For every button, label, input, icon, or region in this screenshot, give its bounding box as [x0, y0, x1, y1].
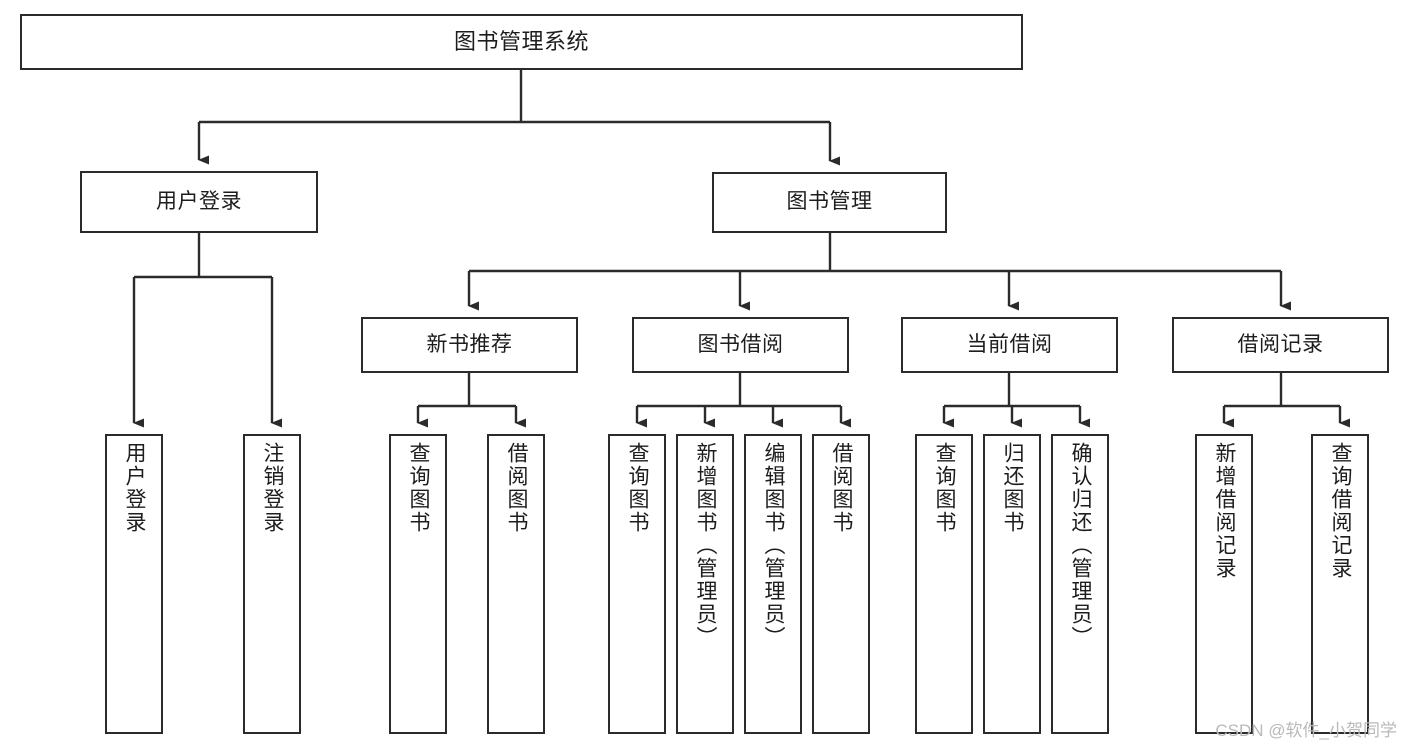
node-new-book-recommend[interactable]: 新书推荐 [361, 317, 578, 373]
node-label: 编辑图书（管理员） [762, 442, 786, 649]
node-label: 当前借阅 [966, 332, 1053, 356]
node-label: 用户登录 [123, 442, 147, 534]
node-leaf-query-record[interactable]: 查询借阅记录 [1311, 434, 1369, 734]
node-book-borrow[interactable]: 图书借阅 [632, 317, 849, 373]
node-leaf-borrow-book-2[interactable]: 借阅图书 [812, 434, 870, 734]
node-leaf-query-book-1[interactable]: 查询图书 [389, 434, 447, 734]
csdn-watermark: CSDN @软件_小贺同学 [1215, 721, 1397, 740]
node-leaf-add-book[interactable]: 新增图书（管理员） [676, 434, 734, 734]
node-leaf-return-book[interactable]: 归还图书 [983, 434, 1041, 734]
node-label: 新增借阅记录 [1213, 442, 1237, 580]
node-label: 借阅记录 [1237, 332, 1324, 356]
node-label: 借阅图书 [505, 442, 529, 534]
node-label: 新书推荐 [426, 332, 513, 356]
node-leaf-confirm-return[interactable]: 确认归还（管理员） [1051, 434, 1109, 734]
node-label: 用户登录 [156, 189, 242, 213]
node-label: 新增图书（管理员） [694, 442, 718, 649]
node-leaf-edit-book[interactable]: 编辑图书（管理员） [744, 434, 802, 734]
node-label: 查询图书 [933, 442, 957, 534]
node-label: 图书管理系统 [453, 29, 589, 55]
node-leaf-borrow-book-1[interactable]: 借阅图书 [487, 434, 545, 734]
node-label: 图书借阅 [697, 332, 784, 356]
node-label: 注销登录 [261, 442, 285, 534]
node-label: 确认归还（管理员） [1069, 442, 1093, 649]
node-label: 查询图书 [626, 442, 650, 534]
node-label: 查询借阅记录 [1329, 442, 1353, 580]
node-label: 图书管理 [786, 190, 873, 214]
node-label: 借阅图书 [830, 442, 854, 534]
node-borrow-record[interactable]: 借阅记录 [1172, 317, 1389, 373]
node-current-borrow[interactable]: 当前借阅 [901, 317, 1118, 373]
node-root-system[interactable]: 图书管理系统 [20, 14, 1023, 70]
node-leaf-query-book-3[interactable]: 查询图书 [915, 434, 973, 734]
node-leaf-query-book-2[interactable]: 查询图书 [608, 434, 666, 734]
node-label: 归还图书 [1001, 442, 1025, 534]
node-leaf-user-logout[interactable]: 注销登录 [243, 434, 301, 734]
node-label: 查询图书 [407, 442, 431, 534]
node-user-login[interactable]: 用户登录 [80, 171, 318, 233]
node-leaf-user-login[interactable]: 用户登录 [105, 434, 163, 734]
node-leaf-add-record[interactable]: 新增借阅记录 [1195, 434, 1253, 734]
node-book-manage[interactable]: 图书管理 [712, 172, 947, 233]
